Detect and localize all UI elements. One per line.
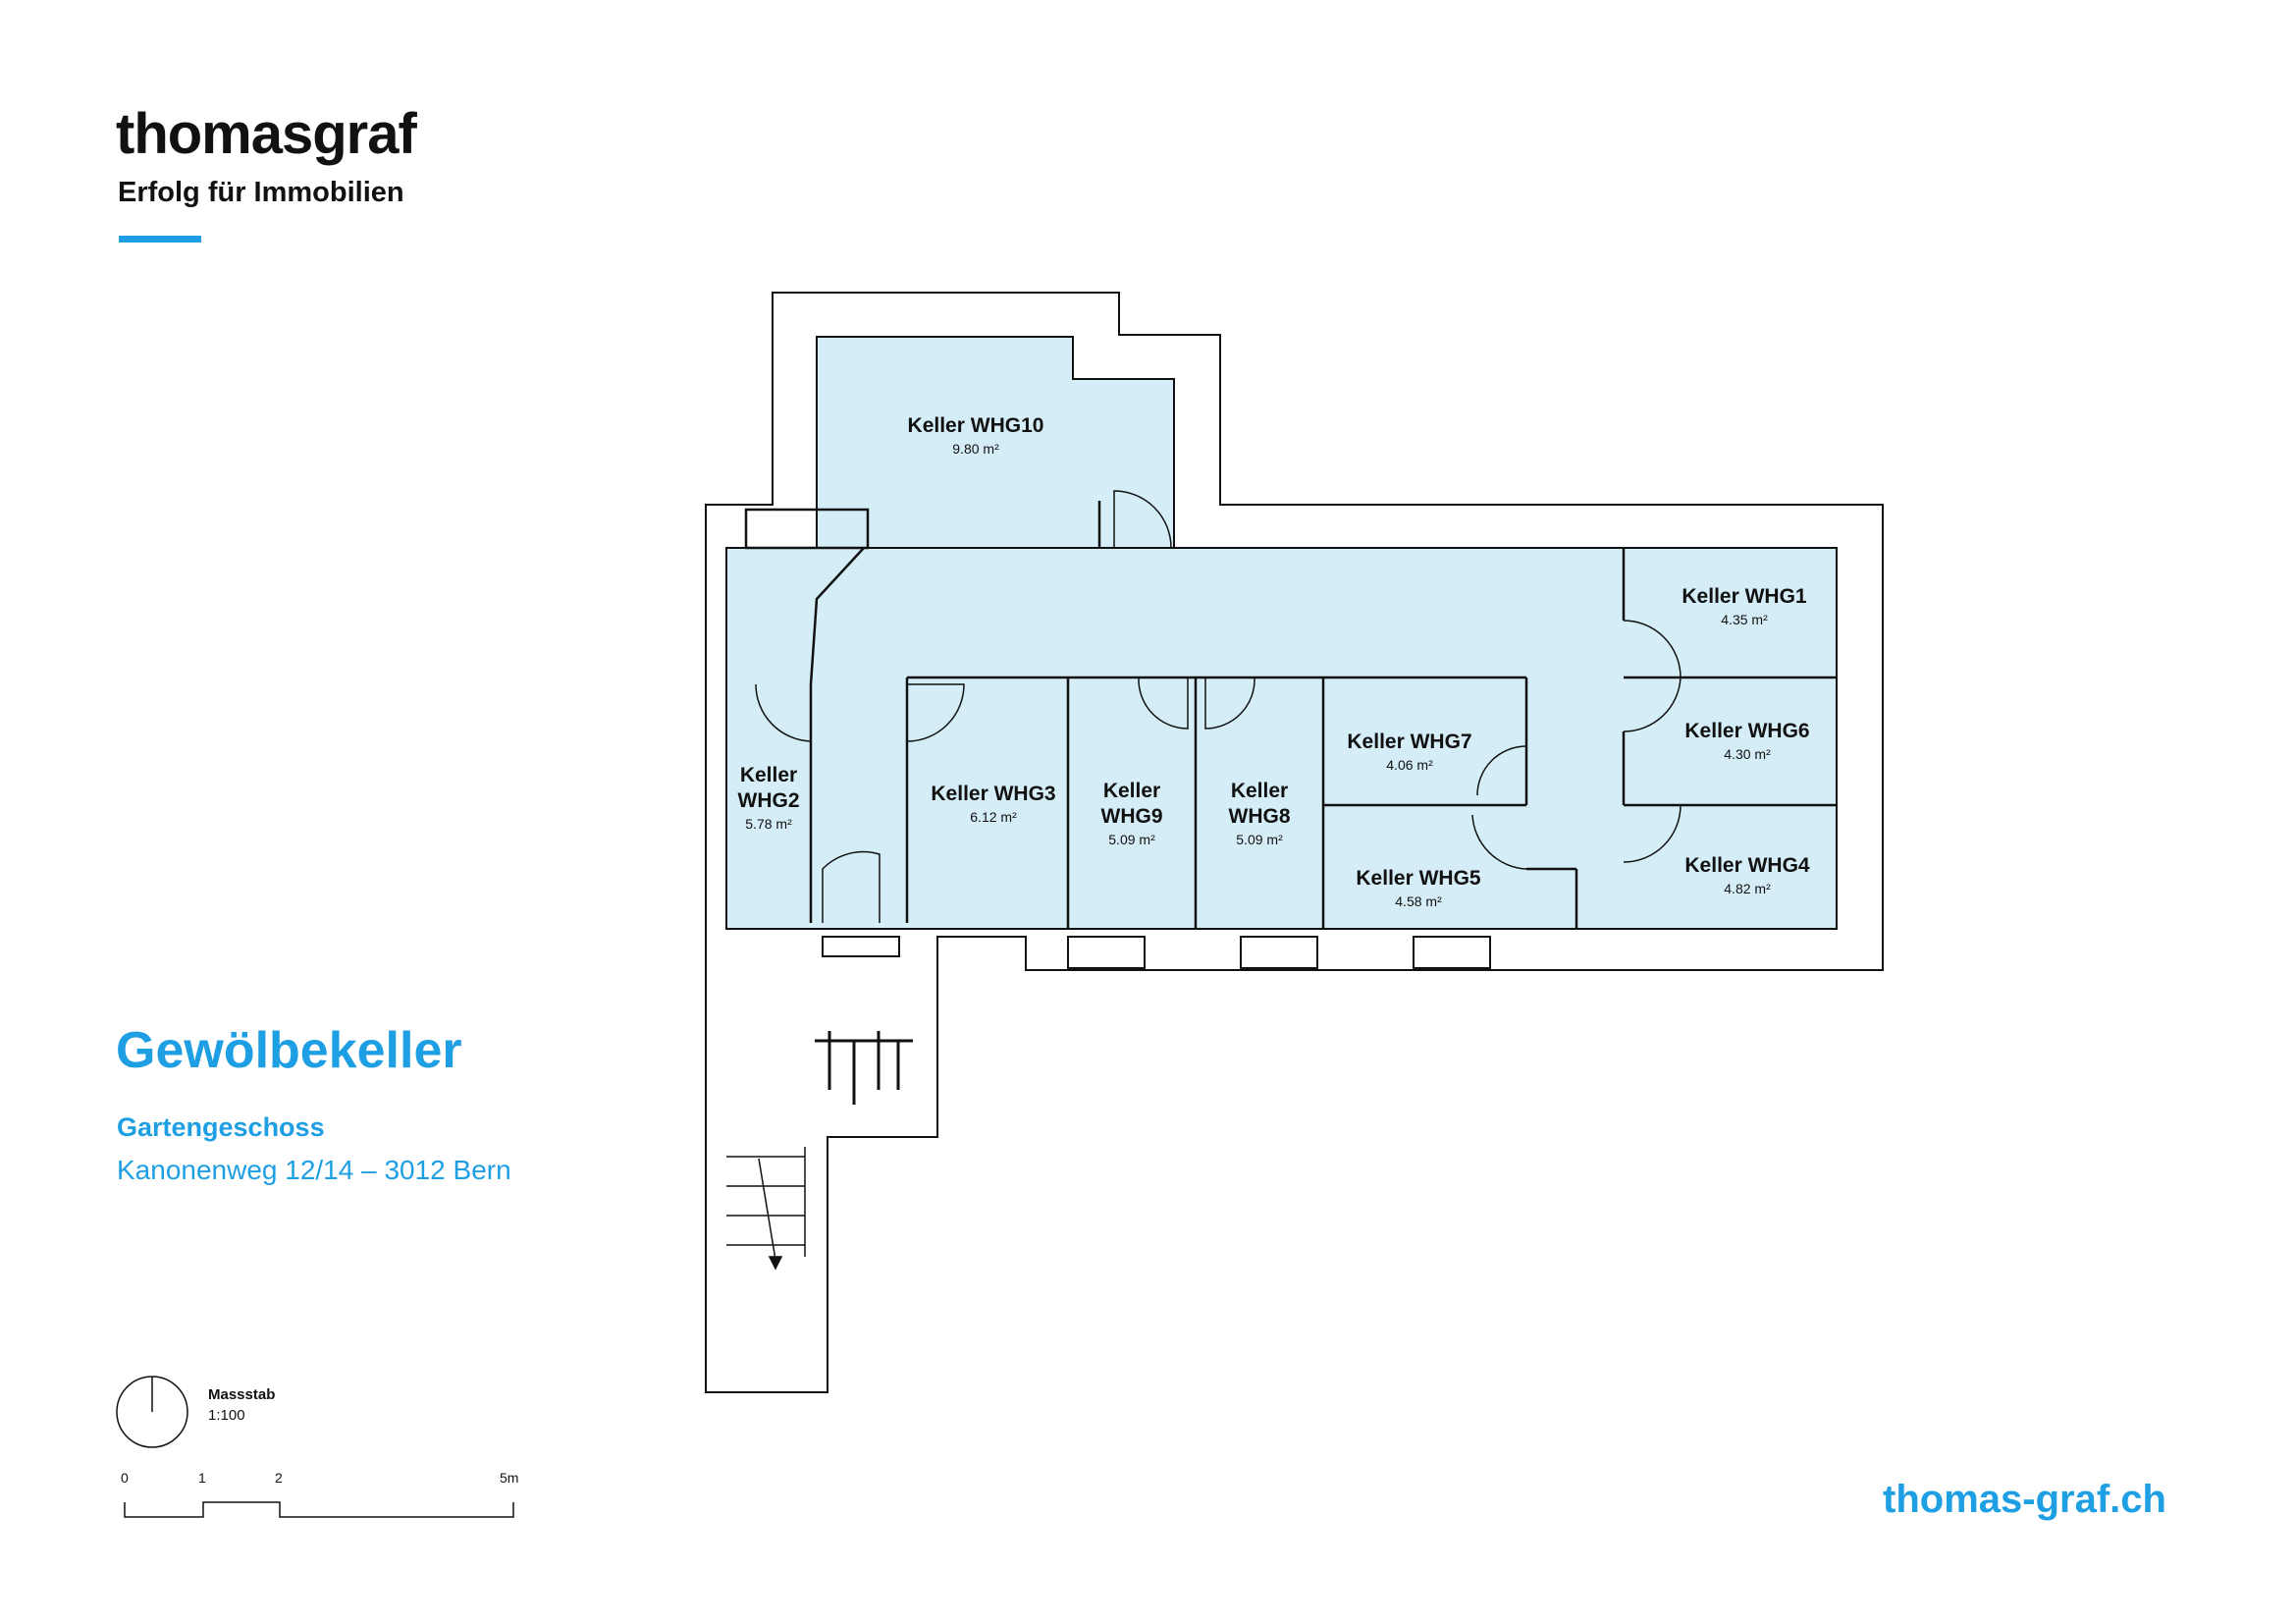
window-3	[1413, 936, 1491, 969]
door-whg10	[1113, 490, 1172, 549]
door-whg4	[1623, 804, 1682, 863]
room-whg8-name-1: Keller	[1231, 780, 1288, 802]
room-whg9-name-1: Keller	[1103, 780, 1160, 802]
brand-accent-bar	[119, 236, 201, 243]
room-whg3-name: Keller WHG3	[931, 783, 1055, 805]
brand-logo: thomasgraf	[116, 102, 417, 166]
room-whg1-area: 4.35 m²	[1721, 612, 1768, 627]
door-stair	[822, 850, 881, 923]
scale-tick-2: 2	[275, 1470, 283, 1486]
room-whg8-area: 5.09 m²	[1236, 832, 1283, 847]
door-whg2	[755, 683, 812, 742]
stair-arrow	[758, 1158, 776, 1261]
room-whg2-name-2: WHG2	[738, 789, 800, 812]
door-whg7	[1476, 745, 1527, 796]
wall-diagonal	[809, 547, 865, 685]
room-whg7-area: 4.06 m²	[1386, 757, 1433, 773]
door-whg1	[1623, 620, 1682, 678]
brand-tagline: Erfolg für Immobilien	[118, 177, 404, 208]
room-whg3-area: 6.12 m²	[970, 809, 1017, 825]
room-whg10-area: 9.80 m²	[952, 441, 999, 457]
corridor-fill	[725, 547, 1838, 930]
room-whg4-area: 4.82 m²	[1724, 881, 1771, 896]
stair-arrow-head	[768, 1256, 783, 1271]
scale-tick-1: 1	[198, 1470, 206, 1486]
door-whg5	[1471, 814, 1527, 870]
room-whg5-name: Keller WHG5	[1356, 867, 1481, 890]
scale-label: Massstab	[208, 1386, 276, 1403]
room-whg10-name: Keller WHG10	[908, 414, 1044, 437]
room-whg9-area: 5.09 m²	[1108, 832, 1155, 847]
room-whg4-name: Keller WHG4	[1684, 854, 1810, 877]
scale-bar	[124, 1501, 514, 1518]
door-whg3	[906, 683, 965, 742]
door-whg8	[1204, 677, 1255, 730]
scale-value: 1:100	[208, 1407, 245, 1424]
window-2	[1240, 936, 1318, 969]
building-outline	[705, 292, 1884, 1393]
room-whg2-name-1: Keller	[740, 764, 797, 786]
room-whg7-name: Keller WHG7	[1347, 731, 1471, 753]
niche	[744, 508, 870, 550]
scale-tick-5m: 5m	[500, 1470, 519, 1486]
room-whg9-name-2: WHG9	[1101, 805, 1163, 828]
room-whg6-name: Keller WHG6	[1684, 720, 1809, 742]
scale-tick-0: 0	[121, 1470, 129, 1486]
door-whg6	[1623, 677, 1682, 732]
room-whg1-name: Keller WHG1	[1682, 585, 1807, 608]
room-whg8-name-2: WHG8	[1229, 805, 1291, 828]
plan-address: Kanonenweg 12/14 – 3012 Bern	[117, 1155, 511, 1185]
plan-title: Gewölbekeller	[116, 1022, 462, 1079]
window-1	[1067, 936, 1146, 969]
window-stair	[822, 936, 900, 957]
website-link[interactable]: thomas-graf.ch	[1883, 1478, 2166, 1521]
room-whg2-area: 5.78 m²	[745, 816, 792, 832]
door-whg9	[1138, 677, 1189, 730]
plan-floor: Gartengeschoss	[117, 1112, 325, 1142]
room-whg5-area: 4.58 m²	[1395, 893, 1442, 909]
room-whg6-area: 4.30 m²	[1724, 746, 1771, 762]
